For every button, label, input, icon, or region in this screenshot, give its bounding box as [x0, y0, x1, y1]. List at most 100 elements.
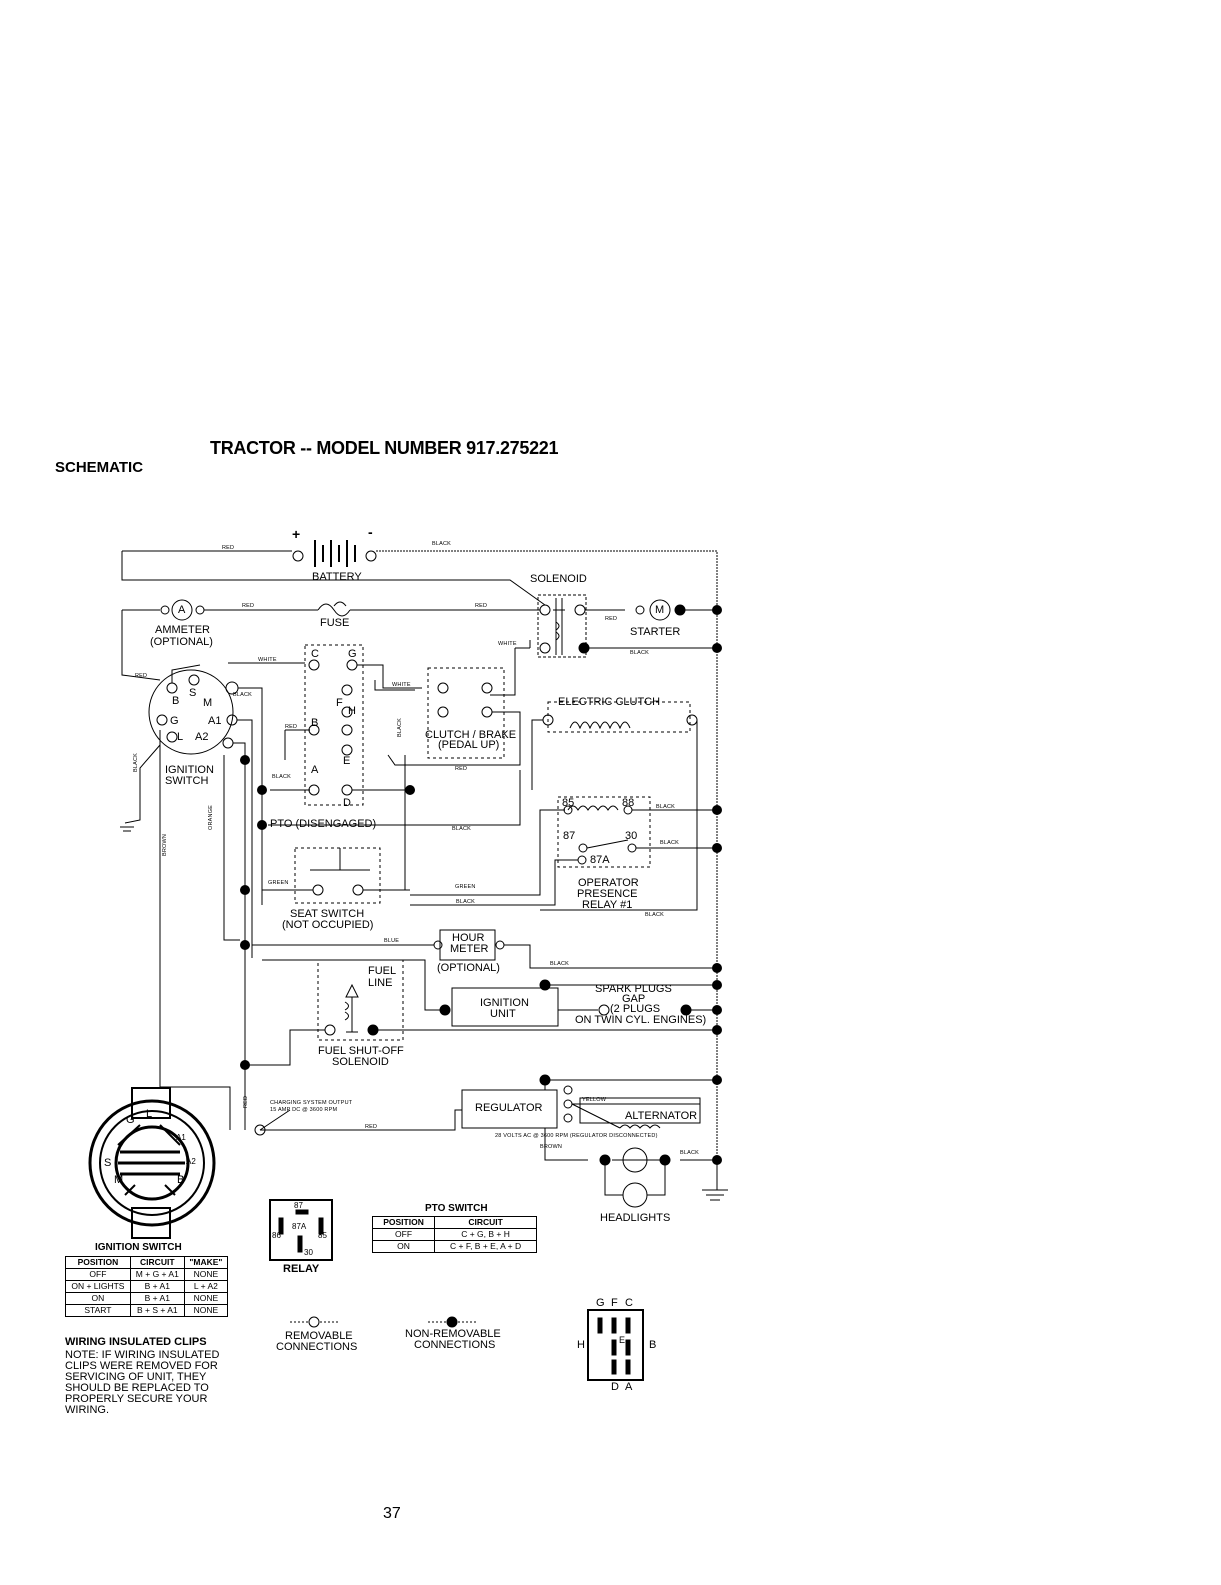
wire-label-green-relay: GREEN	[455, 884, 476, 890]
table-header: POSITION	[371, 1216, 436, 1229]
relay-pin-label-30: 30	[304, 1248, 313, 1257]
ignition-unit-box	[451, 987, 559, 1027]
fuel-solenoid-label-1: FUEL SHUT-OFF	[318, 1045, 404, 1057]
table-header: CIRCUIT	[129, 1256, 185, 1269]
wire-label-red-ammeter: RED	[242, 603, 255, 609]
table-cell: START	[65, 1304, 131, 1317]
ign-face-a1: A1	[176, 1133, 186, 1142]
wire-label-red-starter: RED	[605, 616, 618, 622]
relay-coil	[567, 805, 619, 811]
spark-plugs-label-4: ON TWIN CYL. ENGINES)	[575, 1014, 707, 1026]
wire-label-white-pto: WHITE	[392, 682, 411, 688]
ign-face-l: L	[146, 1108, 153, 1120]
wire-label-black-ign: BLACK	[233, 692, 253, 698]
wire-label-red-clutch: RED	[455, 766, 468, 772]
wire-label-brown-vertical: BROWN	[162, 833, 168, 856]
wire-label-black-head: BLACK	[680, 1150, 700, 1156]
wire-label-red-left: RED	[135, 673, 148, 679]
operator-presence-relay-2: PRESENCE	[577, 888, 638, 900]
relay-pin-88: 88	[622, 797, 635, 809]
battery-cells	[314, 540, 356, 567]
ign-face-a2: A2	[186, 1157, 196, 1166]
ign-face-b: B	[177, 1174, 185, 1186]
wire-label-black-disengaged: BLACK	[452, 826, 472, 832]
wire-battery-black	[376, 550, 718, 1160]
ammeter-letter: A	[178, 604, 186, 616]
ignition-switch-label-2: SWITCH	[165, 775, 209, 787]
operator-presence-relay-3: RELAY #1	[582, 899, 633, 911]
table-cell: OFF	[371, 1228, 436, 1241]
relay-pin-label-87a: 87A	[292, 1222, 307, 1231]
wire-label-red-charging: RED	[365, 1124, 378, 1130]
ignition-unit-label-2: UNIT	[490, 1008, 516, 1020]
pto-connector-g: G	[596, 1297, 605, 1309]
table-header: "MAKE"	[183, 1256, 229, 1269]
wire-label-white-ign: WHITE	[258, 657, 277, 663]
wire-label-black-hour: BLACK	[550, 961, 570, 967]
pto-letter-e: E	[343, 755, 351, 767]
relay-pin-30: 30	[625, 830, 638, 842]
ign-letter-a2: A2	[195, 731, 209, 743]
pto-connector-a: A	[625, 1381, 633, 1393]
alternator-box	[579, 1097, 701, 1124]
charging-output-label-2: 15 AMP DC @ 3600 RPM	[270, 1107, 338, 1113]
wiring-clips-heading: WIRING INSULATED CLIPS	[65, 1336, 207, 1348]
ign-letter-m: M	[203, 697, 213, 709]
removable-connections-label-1: REMOVABLE	[285, 1330, 353, 1342]
regulator-label: REGULATOR	[475, 1102, 543, 1114]
battery-label: BATTERY	[312, 571, 362, 583]
table-cell: ON	[65, 1292, 131, 1305]
table-cell: NONE	[183, 1268, 229, 1281]
spark-plugs-label-3: (2 PLUGS	[610, 1003, 661, 1015]
starter-motor	[649, 599, 671, 621]
ign-face-m: M	[114, 1174, 124, 1186]
headlight-1	[622, 1147, 648, 1173]
wire-label-blue: BLUE	[384, 938, 400, 944]
table-cell: C + G, B + H	[434, 1228, 537, 1241]
wire-label-black-relay-30: BLACK	[660, 840, 680, 846]
pto-letter-c: C	[311, 648, 319, 660]
pto-letter-a: A	[311, 764, 319, 776]
wire-label-black-starter: BLACK	[630, 650, 650, 656]
pto-letter-g: G	[348, 648, 357, 660]
ign-letter-a1: A1	[208, 715, 222, 727]
table-header: POSITION	[65, 1256, 131, 1269]
ign-letter-b: B	[172, 695, 180, 707]
ign-face-g: G	[126, 1114, 135, 1126]
relay-pin-85: 85	[562, 797, 575, 809]
pto-connector-e: E	[619, 1335, 626, 1345]
pto-switch-box	[304, 644, 364, 806]
relay-symbol	[269, 1199, 333, 1261]
table-cell: NONE	[183, 1292, 229, 1305]
wire-label-black-relay-88: BLACK	[656, 804, 676, 810]
fuse-symbol	[317, 601, 351, 617]
wire-label-black-relay: BLACK	[456, 899, 476, 905]
wire-label-red-charging-vertical: RED	[243, 1095, 249, 1108]
wire-label-red-pto: RED	[285, 724, 298, 730]
battery-terminal-positive	[292, 550, 304, 562]
pto-table-title: PTO SWITCH	[425, 1203, 488, 1214]
pto-letter-d: D	[343, 797, 351, 809]
table-cell: ON + LIGHTS	[65, 1280, 131, 1293]
table-cell: B + A1	[129, 1280, 185, 1293]
pto-connector-f: F	[611, 1297, 618, 1309]
non-removable-connections-label-1: NON-REMOVABLE	[405, 1328, 501, 1340]
pto-connector-b: B	[649, 1339, 657, 1351]
ignition-unit-label-1: IGNITION	[480, 997, 529, 1009]
seat-switch-label-2: (NOT OCCUPIED)	[282, 919, 374, 931]
clutch-brake-label-1: CLUTCH / BRAKE	[425, 729, 517, 741]
wire-label-black-vertical: BLACK	[133, 752, 139, 772]
ammeter-label: AMMETER	[155, 624, 210, 636]
page-title: TRACTOR -- MODEL NUMBER 917.275221	[210, 438, 559, 458]
battery-plus-sign: +	[292, 526, 301, 542]
table-cell: M + G + A1	[129, 1268, 185, 1281]
clutch-brake-label-2: (PEDAL UP)	[438, 739, 500, 751]
table-cell: ON	[371, 1240, 436, 1253]
pto-connector-d: D	[611, 1381, 619, 1393]
pto-disengaged-label: PTO (DISENGAGED)	[270, 818, 377, 830]
